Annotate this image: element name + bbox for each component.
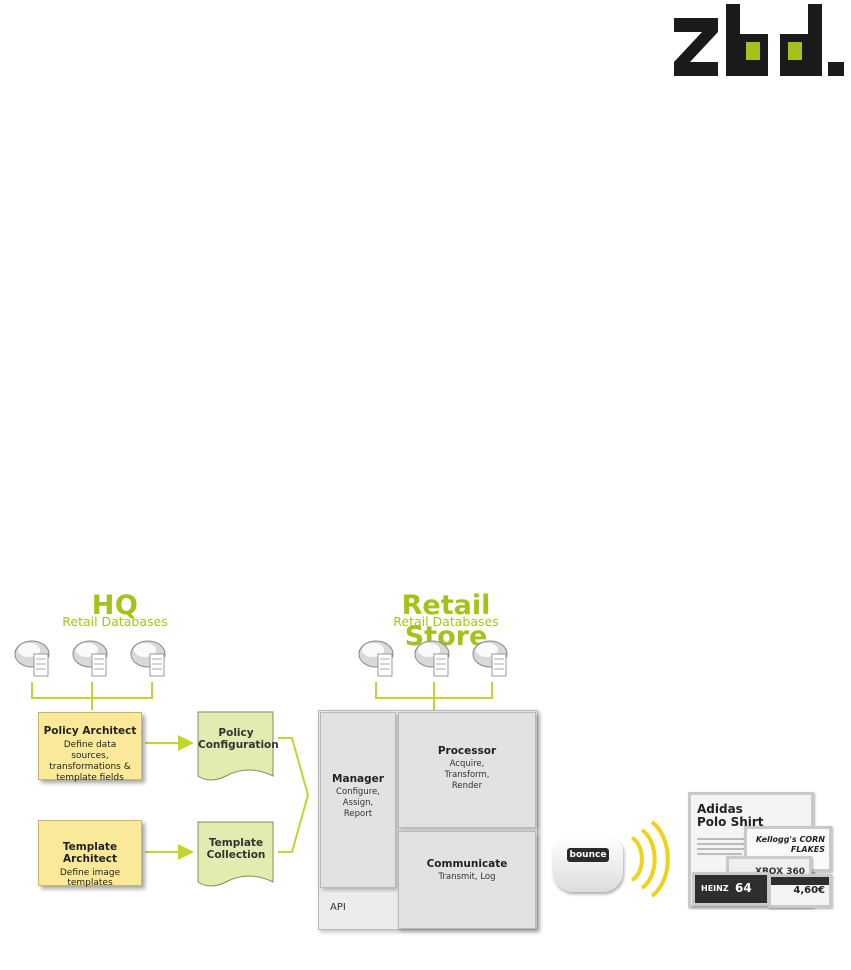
- bounce-logo: bounce: [567, 848, 609, 862]
- template-architect-desc: Define image templates: [59, 868, 121, 888]
- template-collection-label: Template Collection: [206, 837, 266, 861]
- hq-database-icon: [130, 640, 166, 680]
- communicate-desc: Transmit, Log: [438, 872, 496, 882]
- heinz-price: 64: [735, 881, 752, 895]
- nivea-header: [771, 877, 829, 885]
- policy-configuration-label: Policy Configuration: [198, 727, 279, 751]
- manager-title: Manager: [332, 773, 384, 785]
- retail-store-subtitle: Retail Databases: [393, 614, 499, 629]
- policy-architect-desc: Define data sources, transformations & t…: [49, 740, 131, 783]
- shelf-label-heinz: HEINZ 64: [692, 872, 770, 906]
- store-database-icon: [358, 640, 394, 680]
- zbd-logo-graphic: [674, 4, 844, 76]
- bounce-device: bounce: [553, 838, 623, 892]
- hq-database-icon: [72, 640, 108, 680]
- policy-architect-box: Policy Architect Define data sources, tr…: [38, 712, 142, 783]
- store-database-icon: [472, 640, 508, 680]
- api-label: API: [330, 902, 346, 913]
- manager-box: Manager Configure, Assign, Report: [320, 712, 396, 888]
- shelf-label-nivea: 4,60€: [768, 874, 832, 908]
- kelloggs-text: Kellogg's CORN FLAKES: [755, 835, 825, 854]
- processor-box: Processor Acquire, Transform, Render: [398, 712, 536, 828]
- adidas-desc-lines: [691, 829, 811, 864]
- processor-title: Processor: [437, 745, 497, 757]
- heinz-text: HEINZ: [701, 884, 729, 893]
- nivea-price: 4,60€: [793, 885, 825, 896]
- hq-subtitle: Retail Databases: [62, 614, 168, 629]
- template-architect-title: Template Architect: [62, 841, 118, 865]
- adidas-text: Adidas Polo Shirt: [697, 802, 764, 829]
- manager-desc: Configure, Assign, Report: [336, 787, 380, 819]
- communicate-title: Communicate: [426, 858, 508, 870]
- xbox-text: XBOX 360: [755, 867, 805, 877]
- communicate-box: Communicate Transmit, Log: [398, 831, 536, 929]
- template-architect-box: Template Architect Define image template…: [38, 820, 142, 888]
- policy-architect-title: Policy Architect: [43, 725, 137, 737]
- hq-title: HQ: [91, 590, 139, 621]
- zbd-logo: [672, 0, 851, 82]
- processor-desc: Acquire, Transform, Render: [444, 759, 490, 791]
- store-database-icon: [414, 640, 450, 680]
- hq-database-icon: [14, 640, 50, 680]
